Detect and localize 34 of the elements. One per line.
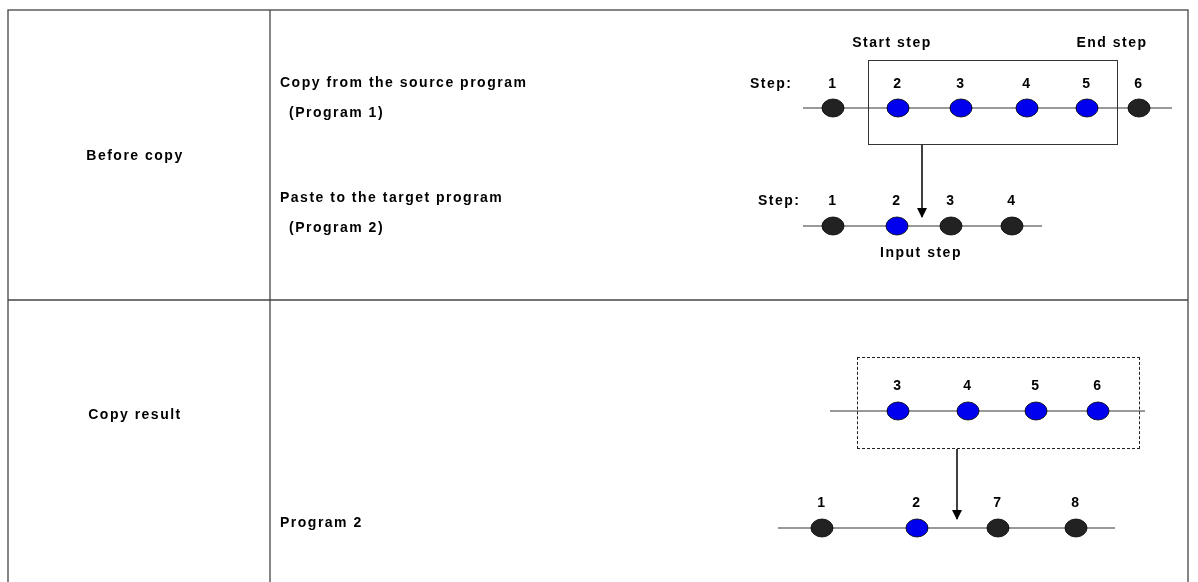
- step-number: 4: [1007, 191, 1017, 209]
- step-caption: Input step: [880, 243, 962, 261]
- step-number: 4: [963, 376, 973, 394]
- description-text: Copy from the source program (Program 1): [280, 73, 529, 122]
- arrow: [952, 448, 962, 520]
- step-number: 2: [893, 74, 903, 92]
- step-number: 6: [1134, 74, 1144, 92]
- step-label: Step:: [750, 74, 793, 92]
- step-number: 8: [1071, 493, 1081, 511]
- step-number: 5: [1031, 376, 1041, 394]
- step-sequence-drawing: [802, 216, 1043, 236]
- step-caption: End step: [1076, 33, 1148, 51]
- step-number: 1: [828, 191, 838, 209]
- row-heading: Before copy: [86, 146, 184, 164]
- step-number: 3: [956, 74, 966, 92]
- step-number: 3: [893, 376, 903, 394]
- row-heading: Copy result: [88, 405, 182, 423]
- step-number: 2: [912, 493, 922, 511]
- step-caption: Start step: [852, 33, 932, 51]
- step-number: 4: [1022, 74, 1032, 92]
- step-sequence-drawing: [777, 518, 1116, 538]
- step-number: 1: [828, 74, 838, 92]
- step-number: 2: [892, 191, 902, 209]
- step-number: 5: [1082, 74, 1092, 92]
- step-number: 7: [993, 493, 1003, 511]
- arrow: [917, 144, 927, 218]
- step-number: 1: [817, 493, 827, 511]
- step-number: 6: [1093, 376, 1103, 394]
- description-text: Program 2: [280, 513, 363, 531]
- selection-frame: [857, 357, 1140, 449]
- description-text: Paste to the target program (Program 2): [280, 188, 505, 237]
- step-number: 3: [946, 191, 956, 209]
- step-label: Step:: [758, 191, 801, 209]
- selection-frame: [868, 60, 1118, 145]
